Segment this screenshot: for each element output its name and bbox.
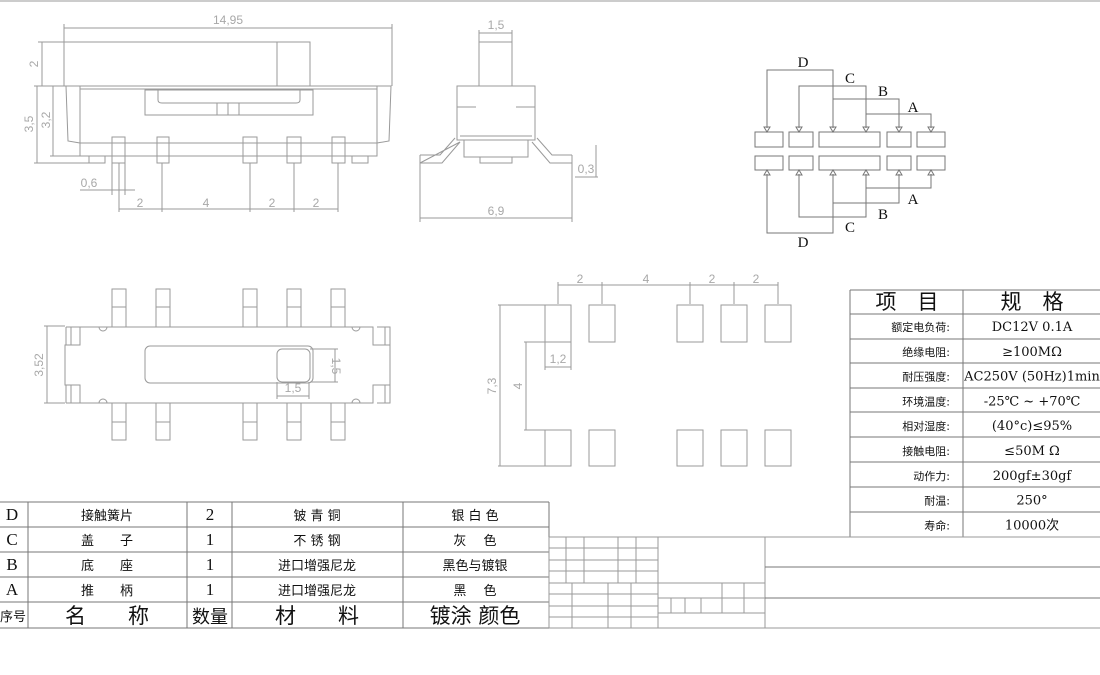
parts-header-finish: 镀涂 颜色 xyxy=(430,604,521,628)
spec-value: 10000次 xyxy=(1005,517,1059,533)
spec-item-label: 耐温: xyxy=(924,495,950,508)
dim-knob-height: 2 xyxy=(27,60,41,67)
spec-value: ≤50M Ω xyxy=(1004,444,1060,459)
part-number: B xyxy=(6,555,17,574)
schematic-label: B xyxy=(878,207,888,223)
schematic-label: D xyxy=(798,55,809,71)
dim-total: 7,3 xyxy=(485,377,499,394)
dim-width: 14,95 xyxy=(213,13,243,27)
schematic-label: C xyxy=(845,220,855,236)
contact-schematic: D C B A A B C D xyxy=(754,55,946,251)
dim-pitch: 4 xyxy=(203,196,210,210)
spec-item-label: 动作力: xyxy=(913,470,950,483)
title-block xyxy=(548,536,1100,629)
dim-pad-pitch: 2 xyxy=(577,272,584,286)
part-qty: 1 xyxy=(206,530,215,549)
spec-header-item: 项 目 xyxy=(876,290,939,314)
schematic-label: A xyxy=(908,192,919,208)
part-number: A xyxy=(6,580,19,599)
part-name: 推 柄 xyxy=(81,584,133,599)
parts-header-name: 名 称 xyxy=(65,604,149,628)
spec-item-label: 寿命: xyxy=(924,518,950,532)
spec-value: 200gf±30gf xyxy=(993,469,1073,484)
part-number: D xyxy=(6,505,18,524)
part-qty: 1 xyxy=(206,555,215,574)
part-finish: 灰 色 xyxy=(453,533,496,549)
part-material: 进口增强尼龙 xyxy=(278,559,356,574)
schematic-label: D xyxy=(798,235,809,251)
dim-total-height: 3,5 xyxy=(22,115,36,132)
dim-pitch: 2 xyxy=(137,196,144,210)
dim-row-gap: 4 xyxy=(511,382,525,389)
spec-value: -25℃ ~ +70℃ xyxy=(984,394,1081,409)
spec-item-label: 耐压强度: xyxy=(902,370,950,384)
spec-item-label: 绝缘电阻: xyxy=(902,345,950,359)
side-view: 1,5 6,9 0,3 xyxy=(419,18,598,222)
part-finish: 银 白 色 xyxy=(451,508,498,524)
dim-lead-thickness: 0,3 xyxy=(578,162,595,176)
part-qty: 1 xyxy=(206,580,215,599)
part-material: 不 锈 钢 xyxy=(293,534,340,549)
bottom-view: 3,52 1,5 1,5 xyxy=(32,288,391,441)
dim-pin-width: 0,6 xyxy=(81,176,98,190)
part-material: 铍 青 铜 xyxy=(293,509,340,524)
part-number: C xyxy=(6,530,17,549)
spec-table: 项 目 规 格 额定电负荷: DC12V 0.1A 绝缘电阻: ≥100MΩ 耐压强度:… xyxy=(849,289,1100,538)
parts-table: D 接触簧片 2 铍 青 铜 银 白 色 C 盖 子 1 不 锈 钢 灰 色 B 底 座 1 进口增强尼龙… xyxy=(0,501,550,629)
dim-body-height: 3,2 xyxy=(39,111,53,128)
dim-total-width: 6,9 xyxy=(488,204,505,218)
part-name: 盖 子 xyxy=(81,534,133,549)
part-name: 底 座 xyxy=(81,558,133,574)
spec-item-label: 相对湿度: xyxy=(902,419,950,433)
parts-header-qty: 数量 xyxy=(192,607,228,628)
dim-knob-width: 1,5 xyxy=(488,18,505,32)
schematic-label: A xyxy=(908,100,919,116)
part-finish: 黑色与镀银 xyxy=(442,558,507,574)
dim-pitch: 2 xyxy=(269,196,276,210)
dim-pad-pitch: 2 xyxy=(709,272,716,286)
part-material: 进口增强尼龙 xyxy=(278,584,356,599)
spec-item-label: 额定电负荷: xyxy=(891,320,950,334)
spec-header-spec: 规 格 xyxy=(1001,290,1064,314)
pad-layout: 2 4 2 2 1,2 4 7,3 xyxy=(485,272,792,467)
spec-value: 250° xyxy=(1016,494,1047,509)
dim-pad-pitch: 4 xyxy=(643,272,650,286)
part-qty: 2 xyxy=(206,505,215,524)
schematic-label: C xyxy=(845,71,855,87)
dim-pad-pitch: 2 xyxy=(753,272,760,286)
spec-value: (40°c)≤95% xyxy=(992,419,1072,434)
spec-value: DC12V 0.1A xyxy=(992,320,1073,335)
part-finish: 黑 色 xyxy=(453,583,496,599)
front-view: 14,95 2 3,5 3,2 0,6 2 4 2 2 xyxy=(22,13,393,212)
spec-item-label: 环境温度: xyxy=(902,394,950,408)
part-name: 接触簧片 xyxy=(81,508,133,524)
parts-header-material: 材 料 xyxy=(275,604,359,628)
dim-bottom-height: 3,52 xyxy=(32,353,46,377)
spec-value: AC250V (50Hz)1min xyxy=(963,370,1100,385)
dim-knob-h: 1,5 xyxy=(329,358,343,375)
schematic-label: B xyxy=(878,84,888,100)
dim-pad-width: 1,2 xyxy=(550,352,567,366)
spec-item-label: 接触电阻: xyxy=(902,444,950,458)
dim-knob-w: 1,5 xyxy=(285,381,302,395)
dim-pitch: 2 xyxy=(313,196,320,210)
spec-value: ≥100MΩ xyxy=(1002,345,1062,360)
parts-header-no: 序号 xyxy=(0,610,26,625)
